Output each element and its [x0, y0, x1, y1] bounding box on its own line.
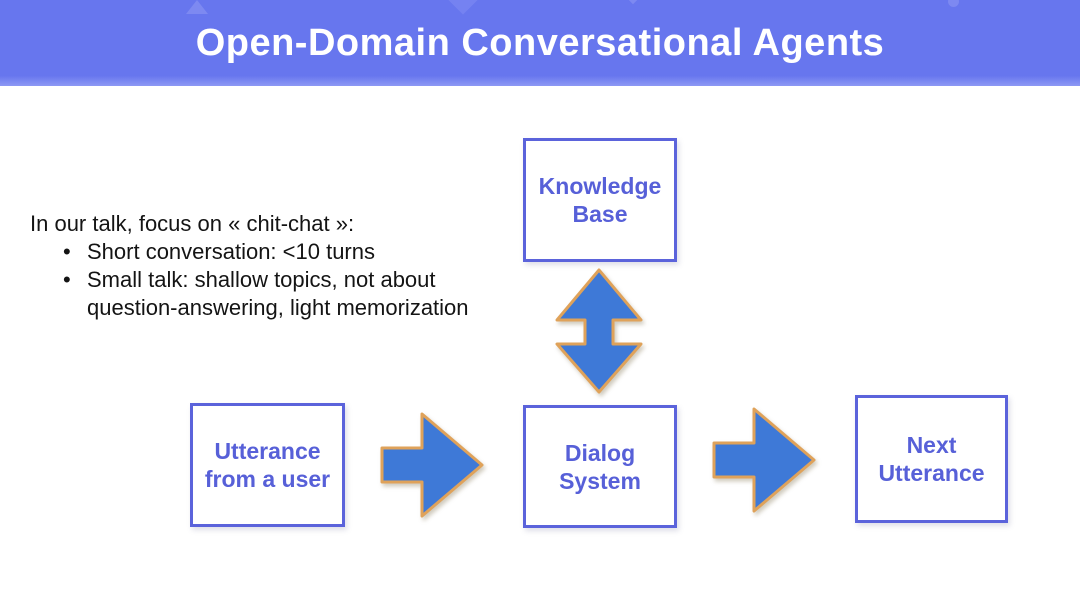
dialog-system-label-line2: System — [559, 467, 641, 494]
right-arrow-icon — [380, 412, 484, 518]
utterance-label-line2: from a user — [204, 466, 331, 492]
intro-bullet-list: Short conversation: <10 turns Small talk… — [63, 238, 530, 322]
knowledge-base-label-line1: Knowledge — [538, 173, 662, 199]
dialog-system-box: Dialog System — [523, 405, 677, 528]
knowledge-base-box: Knowledge Base — [523, 138, 677, 262]
intro-heading: In our talk, focus on « chit-chat »: — [30, 211, 355, 236]
diamond-outline-shape-icon — [611, 0, 655, 5]
next-utterance-label-line2: Utterance — [878, 460, 985, 486]
triangle-shape-icon — [186, 0, 208, 14]
bullet-item-short-conversation: Short conversation: <10 turns — [63, 238, 503, 266]
right-arrow-icon — [712, 407, 816, 513]
next-utterance-label-line1: Next — [906, 432, 957, 458]
bullet-item-small-talk: Small talk: shallow topics, not about qu… — [63, 266, 503, 322]
diamond-shape-icon — [447, 0, 479, 15]
next-utterance-box: Next Utterance — [855, 395, 1008, 523]
slide-title: Open-Domain Conversational Agents — [195, 21, 885, 64]
intro-text-block: In our talk, focus on « chit-chat »: Sho… — [30, 210, 530, 322]
dialog-system-label-line1: Dialog — [564, 439, 636, 466]
utterance-label-line1: Utterance — [214, 438, 321, 464]
knowledge-base-label-line2: Base — [572, 201, 628, 227]
header-banner: Open-Domain Conversational Agents — [0, 0, 1080, 86]
up-down-arrow-icon — [555, 268, 643, 394]
utterance-from-user-box: Utterance from a user — [190, 403, 345, 527]
dot-shape-icon — [948, 0, 959, 7]
